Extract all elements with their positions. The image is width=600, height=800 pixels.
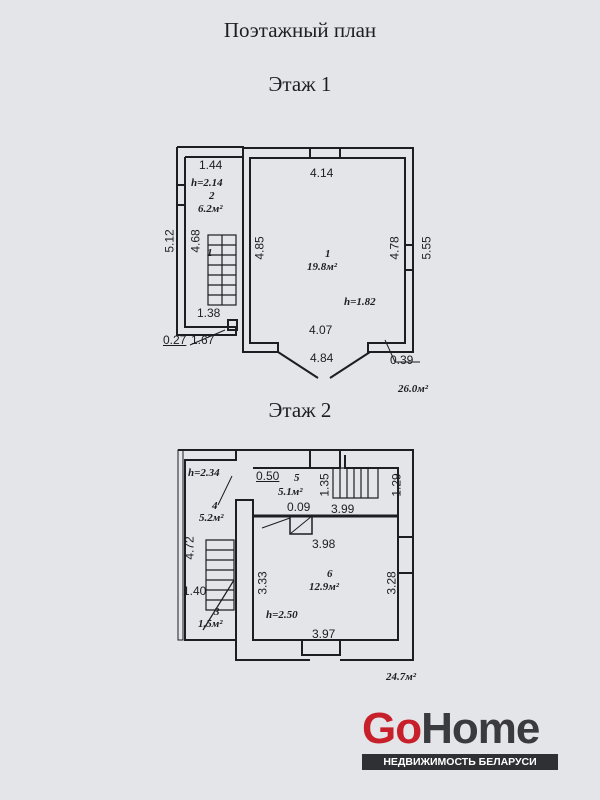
dim: 5.12 <box>162 229 177 253</box>
dim: 0.50 <box>256 469 280 483</box>
dim: 3.28 <box>384 571 399 595</box>
room-3-area: 1.5м² <box>198 618 223 630</box>
room-1-area: 19.8м² <box>307 261 338 273</box>
dim: 4.14 <box>310 166 334 180</box>
logo-home: Home <box>421 704 540 753</box>
floor2-stairs <box>202 467 379 631</box>
dim: 0.09 <box>287 500 311 514</box>
floor1-heading: Этаж 1 <box>268 72 332 96</box>
dim: 3.99 <box>331 502 355 516</box>
document-title: Поэтажный план <box>223 18 377 42</box>
room-3-number: 3 <box>214 606 220 618</box>
dim: 4.85 <box>252 236 267 260</box>
room-1-number: 1 <box>207 247 213 259</box>
dim: 0.27 <box>163 333 187 347</box>
dim: 1.44 <box>199 158 223 172</box>
dim: 4.72 <box>182 536 197 560</box>
floor2-walls <box>177 449 414 661</box>
dim: 0.39 <box>390 353 414 367</box>
dim: 3.97 <box>312 627 336 641</box>
room-5-number: 5 <box>294 472 300 484</box>
room-1-number: 1 <box>325 248 331 260</box>
dim: 1.29 <box>389 473 404 497</box>
floor1-stairs <box>207 234 237 306</box>
room-6-height: h=2.50 <box>266 609 298 621</box>
room-2-area: 6.2м² <box>198 203 223 215</box>
logo-tagline: НЕДВИЖИМОСТЬ БЕЛАРУСИ <box>362 754 558 770</box>
room-4-height: h=2.34 <box>188 467 220 479</box>
room-5-area: 5.1м² <box>278 486 303 498</box>
dim: 1.40 <box>183 584 207 598</box>
floor2-heading: Этаж 2 <box>268 398 332 422</box>
dim: 3.98 <box>312 537 336 551</box>
dim: 4.84 <box>310 351 334 365</box>
dim: 5.55 <box>419 236 434 260</box>
dim: 4.78 <box>387 236 402 260</box>
room-6-area: 12.9м² <box>309 581 340 593</box>
room-1-height: h=1.82 <box>344 296 376 308</box>
dim: 4.07 <box>309 323 333 337</box>
room-6-number: 6 <box>327 568 333 580</box>
room-2-height: h=2.14 <box>191 177 223 189</box>
dim: 4.68 <box>188 229 203 253</box>
dim: 1.38 <box>197 306 221 320</box>
gohome-logo: GoHome НЕДВИЖИМОСТЬ БЕЛАРУСИ <box>362 706 558 770</box>
floor1-total-area: 26.0м² <box>398 383 429 395</box>
room-2-number: 2 <box>209 190 215 202</box>
logo-go: Go <box>362 704 422 753</box>
floor2-total-area: 24.7м² <box>386 671 417 683</box>
dim: 1.67 <box>191 333 215 347</box>
room-4-area: 5.2м² <box>199 512 224 524</box>
dim: 1.35 <box>317 473 332 497</box>
dim: 3.33 <box>255 571 270 595</box>
floor1-walls <box>176 146 420 379</box>
room-4-number: 4 <box>212 500 218 512</box>
